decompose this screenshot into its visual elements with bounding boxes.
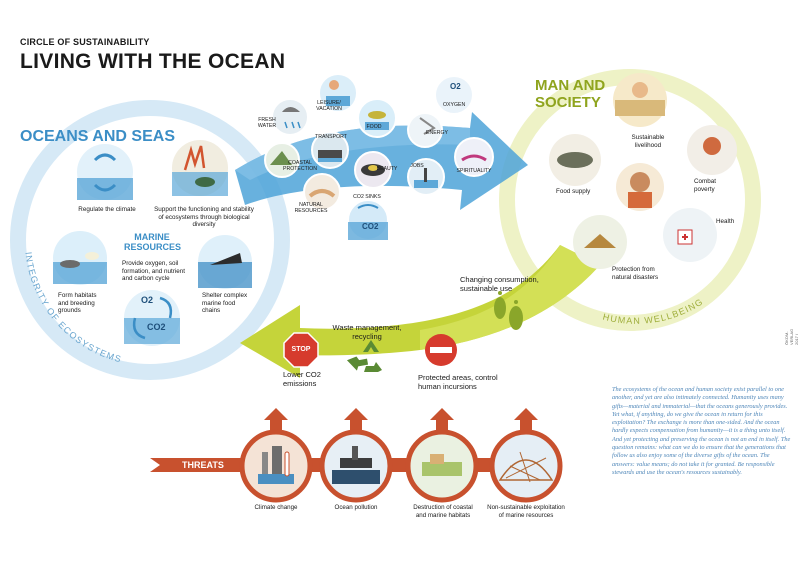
society-icons [549,73,737,269]
co2-flow-label: CO2 [362,222,379,231]
jobs-label: JOBS [410,163,424,169]
oceans-heading: OCEANS AND SEAS [20,128,175,145]
quote-text: The ecosystems of the ocean and human so… [612,386,791,476]
climate-label: Regulate the climate [78,206,136,213]
spirituality-label: SPIRITUALITY [456,168,492,174]
ocean-pollution-label: Ocean pollution [334,504,378,511]
society-heading-1: MAN AND [535,77,606,94]
livelihood-label: Sustainable livelihood [631,134,665,149]
credit-text: ÖKOM-VERLAG 2017 / BSPR [784,328,800,345]
leisure-label: LEISURE/ VACATION [316,100,342,112]
fresh-water-label: FRESH WATER [257,117,277,129]
recycle-icon [346,340,382,372]
flow-icon-details [270,80,487,240]
food-supply-label: Food supply [556,188,591,195]
ocean-icons [53,140,252,346]
support-label: Support the functioning and stability of… [154,206,254,228]
stop-sign-icon [283,332,319,368]
transport-label: TRANSPORT [315,134,347,140]
exploitation-label: Non-sustainable exploitation of marine r… [487,504,565,519]
health-label: Health [716,218,735,225]
protection-label: Protection from natural disasters [612,266,659,281]
threats-label: THREATS [182,460,224,470]
consumption-label: Changing consumption, sustainable use [460,275,539,293]
shelter-label: Shelter complex marine food chains [202,292,248,314]
beauty-label: BEAUTY [376,166,398,172]
climate-change-label: Climate change [254,504,298,511]
protected-areas-label: Protected areas, control human incursion… [418,373,498,391]
o2-flow-label: O2 [450,82,461,91]
habitats-label: Form habitats and breeding grounds [58,292,97,314]
threat-arrows [264,408,538,432]
poverty-label: Combat poverty [694,178,717,193]
page-title: LIVING WITH THE OCEAN [20,50,286,73]
stop-label: STOP [291,346,311,353]
destruction-label: Destruction of coastal and marine habita… [413,504,473,519]
energy-label: ENERGY [426,130,448,136]
coastal-label: COASTAL PROTECTION [283,160,318,172]
society-heading-2: SOCIETY [535,94,601,111]
food-label: FOOD [366,124,382,130]
footprint-icon [494,291,523,330]
supertitle: CIRCLE OF SUSTAINABILITY [20,37,150,47]
co2-label: CO2 [147,322,166,332]
flow-icons [264,73,494,241]
provide-label: Provide oxygen, soil formation, and nutr… [122,260,186,282]
natural-resources-label: NATURAL RESOURCES [294,202,328,214]
oxygen-label: OXYGEN [443,102,466,108]
lower-co2-label: Lower CO2 emissions [283,370,321,388]
return-arrow-green [240,245,600,378]
marine-resources-heading: MARINE RESOURCES [124,232,182,252]
waste-label: Waste management, recycling [332,323,402,341]
co2-sinks-label: CO2 SINKS [353,194,381,200]
o2-label: O2 [141,295,154,305]
